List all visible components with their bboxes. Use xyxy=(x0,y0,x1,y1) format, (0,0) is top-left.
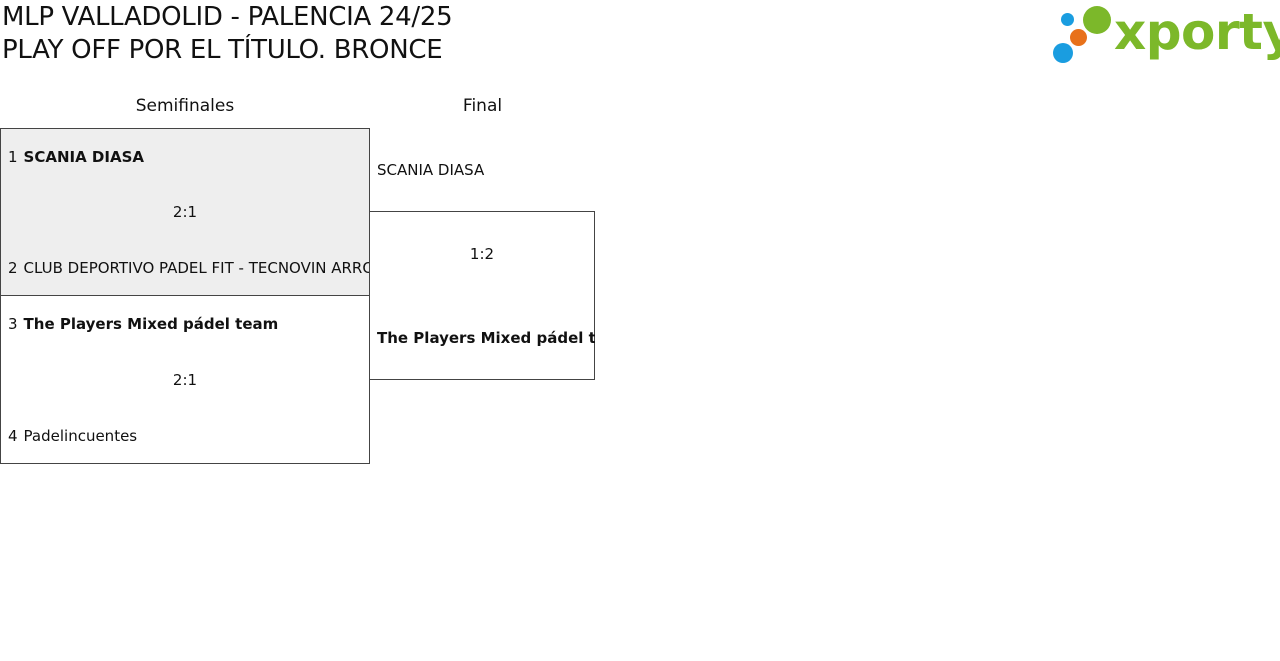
semifinal-1-team-1[interactable]: 1 SCANIA DIASA xyxy=(8,148,144,166)
semifinal-1-team-2[interactable]: 2 CLUB DEPORTIVO PADEL FIT - TECNOVIN ARR… xyxy=(8,259,370,277)
page-subtitle: PLAY OFF POR EL TÍTULO. BRONCE xyxy=(2,35,443,65)
round-header-semifinals: Semifinales xyxy=(135,96,235,116)
team-seed: 2 xyxy=(8,259,18,277)
team-name: Padelincuentes xyxy=(23,427,138,445)
team-name: CLUB DEPORTIVO PADEL FIT - TECNOVIN ARRO… xyxy=(23,259,370,277)
logo-dot-green-icon xyxy=(1083,6,1111,34)
semifinal-1-score: 2:1 xyxy=(172,203,198,221)
round-header-final: Final xyxy=(462,96,503,116)
semifinal-2-team-2[interactable]: 4 Padelincuentes xyxy=(8,427,137,445)
team-seed: 4 xyxy=(8,427,18,445)
team-name: The Players Mixed pádel team xyxy=(23,315,279,333)
final-team-1[interactable]: SCANIA DIASA xyxy=(377,161,485,179)
logo-dot-blue-large-icon xyxy=(1053,43,1073,63)
semifinal-match-2[interactable]: 3 The Players Mixed pádel team 2:1 4 Padel… xyxy=(0,295,370,464)
xporty-logo[interactable]: xporty xyxy=(1052,3,1280,68)
final-match[interactable]: 1:2 xyxy=(369,211,595,380)
final-team-2[interactable]: The Players Mixed pádel team xyxy=(377,329,595,347)
team-name: SCANIA DIASA xyxy=(23,148,144,166)
logo-dot-orange-icon xyxy=(1070,29,1087,46)
semifinal-match-1[interactable]: 1 SCANIA DIASA 2:1 2 CLUB DEPORTIVO PADEL … xyxy=(0,128,370,296)
logo-wordmark: xporty xyxy=(1114,3,1280,61)
page-title: MLP VALLADOLID - PALENCIA 24/25 xyxy=(2,2,453,32)
logo-dot-blue-small-icon xyxy=(1061,13,1074,26)
final-score: 1:2 xyxy=(469,245,495,263)
team-seed: 1 xyxy=(8,148,18,166)
semifinal-2-score: 2:1 xyxy=(172,371,198,389)
team-seed: 3 xyxy=(8,315,18,333)
semifinal-2-team-1[interactable]: 3 The Players Mixed pádel team xyxy=(8,315,278,333)
